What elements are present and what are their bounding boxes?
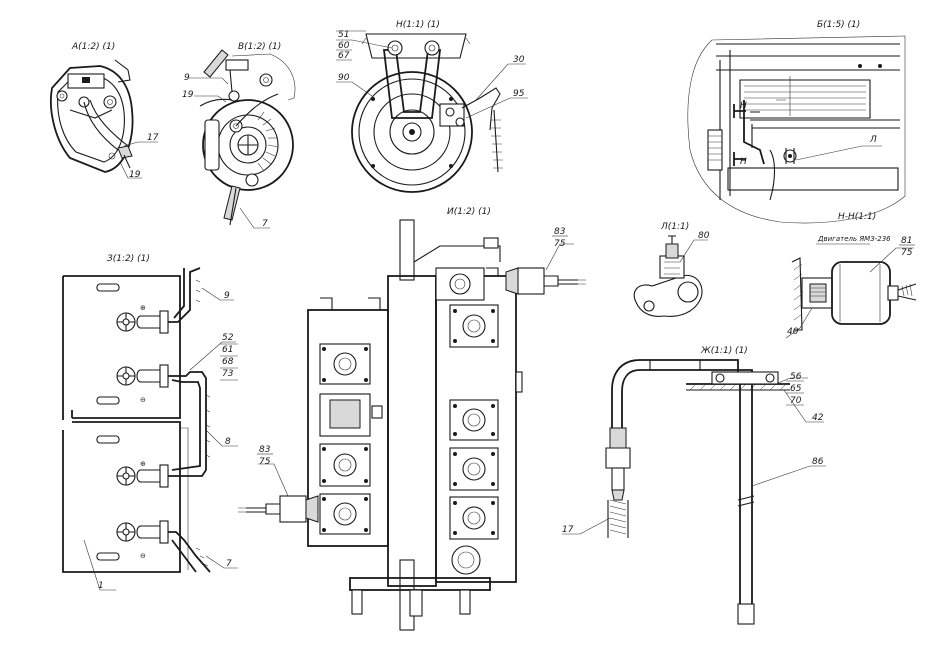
view-v-starter: В(1:2) (1) 9 19 7: [182, 42, 296, 229]
view-b-engine-area: Б(1:5) (1) Н Н Л: [687, 20, 906, 224]
a-callout-17: 17: [147, 133, 159, 143]
zh-callout-86: 86: [812, 457, 824, 467]
l-callout-80: 80: [698, 231, 710, 241]
view-l-sensor: Л(1:1) 80: [633, 222, 710, 317]
view-z-title: З(1:2) (1): [107, 254, 150, 264]
view-nn-title: Н-Н(1:1): [838, 212, 876, 222]
n-callout-67: 67: [338, 51, 350, 61]
i-callout-83-bottom: 83: [259, 445, 271, 455]
z-terminal-plus-2: ⊕: [140, 460, 146, 468]
view-n-tensioner: Н(1:1) (1) 51 60 67 90 30 95: [336, 20, 528, 193]
zh-callout-70: 70: [790, 396, 802, 406]
zh-callout-56: 56: [790, 372, 802, 382]
i-callout-75-bottom: 75: [259, 457, 271, 467]
z-callout-61: 61: [222, 345, 233, 355]
view-zh-title: Ж(1:1) (1): [700, 346, 748, 356]
i-pressure-sensor-top: [505, 267, 586, 295]
n-callout-51: 51: [338, 30, 349, 40]
z-terminal-minus-2: ⊖: [140, 552, 146, 560]
b-section-mark-1: Н: [740, 101, 747, 111]
v-callout-19: 19: [182, 90, 194, 100]
z-callout-9: 9: [224, 291, 230, 301]
z-callout-52: 52: [222, 333, 234, 343]
n-callout-95: 95: [513, 89, 525, 99]
view-i-title: И(1:2) (1): [447, 207, 491, 217]
zh-callout-65: 65: [790, 384, 802, 394]
z-callout-73: 73: [222, 369, 234, 379]
z-callout-68: 68: [222, 357, 234, 367]
view-nn-sensor-section: Н-Н(1:1) Двигатель ЯМЗ-236 81 75 40: [785, 212, 917, 339]
z-terminal-plus-1: ⊕: [140, 304, 146, 312]
zh-callout-17: 17: [562, 525, 574, 535]
b-section-mark-l: Л: [869, 135, 877, 145]
view-i-hydraulic-valve: И(1:2) (1): [238, 207, 586, 631]
nn-callout-81: 81: [901, 236, 912, 246]
nn-callout-40: 40: [787, 327, 799, 337]
view-n-title: Н(1:1) (1): [396, 20, 440, 30]
z-callout-7: 7: [226, 559, 232, 569]
n-callout-30: 30: [513, 55, 525, 65]
z-terminal-minus-1: ⊖: [140, 396, 146, 404]
nn-callout-75: 75: [901, 248, 913, 258]
z-callout-1: 1: [98, 581, 104, 591]
v-callout-7: 7: [262, 219, 268, 229]
view-v-title: В(1:2) (1): [238, 42, 281, 52]
view-l-title: Л(1:1): [660, 222, 689, 232]
b-section-mark-2: Н: [740, 157, 747, 167]
i-callout-75-top: 75: [554, 239, 566, 249]
n-callout-60: 60: [338, 41, 350, 51]
view-a-alternator: А(1:2) (1) 17 19: [50, 42, 159, 180]
nn-engine-note: Двигатель ЯМЗ-236: [817, 235, 891, 243]
view-zh-level-sensor: Ж(1:1) (1) 56 65 70 42 86 17: [562, 346, 826, 625]
a-callout-19: 19: [129, 170, 141, 180]
view-a-title: А(1:2) (1): [71, 42, 115, 52]
view-z-batteries: З(1:2) (1) ⊕ ⊖ ⊕ ⊖: [62, 254, 238, 591]
i-pressure-sensor-bottom: [238, 495, 319, 523]
zh-callout-42: 42: [812, 413, 824, 423]
v-callout-9: 9: [184, 73, 190, 83]
n-callout-90: 90: [338, 73, 350, 83]
i-callout-83-top: 83: [554, 227, 566, 237]
z-callout-8: 8: [225, 437, 231, 447]
view-b-title: Б(1:5) (1): [817, 20, 860, 30]
